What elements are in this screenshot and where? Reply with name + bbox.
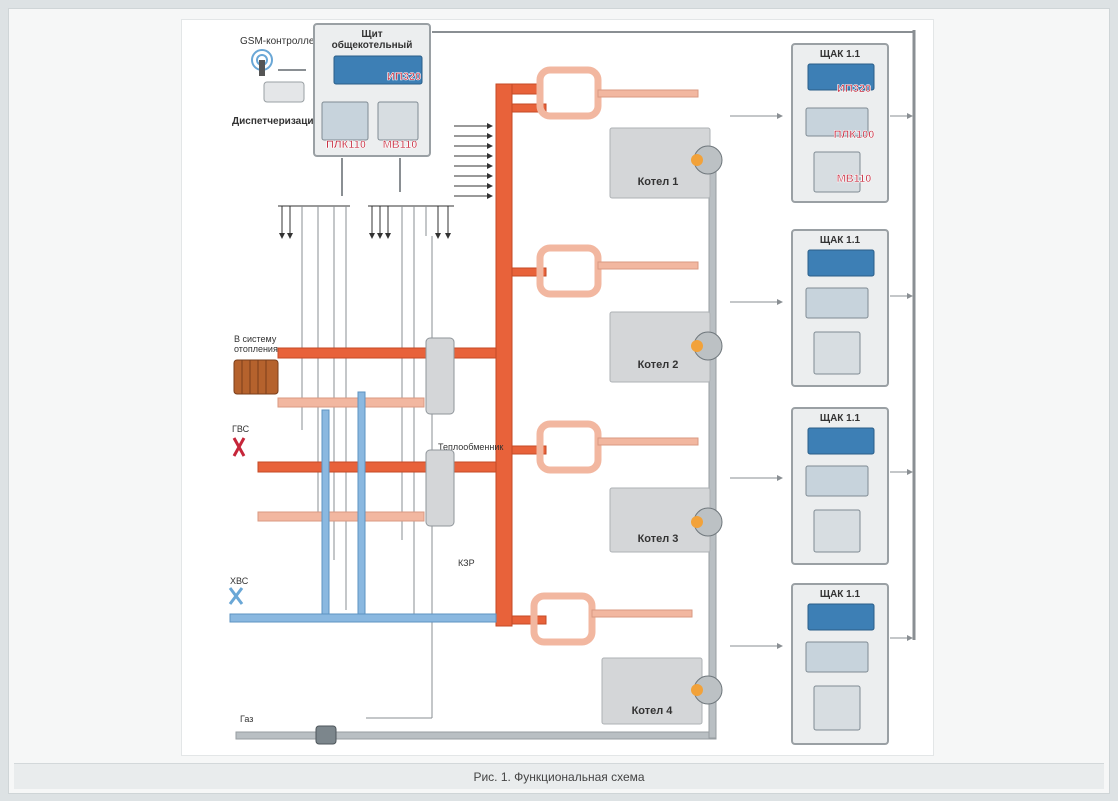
cabinet-2-io-icon [813, 331, 861, 375]
boiler-4-label: Котел 4 [632, 705, 674, 717]
gsm-controller: GSM-контроллер Диспетчеризация [232, 36, 320, 127]
cabinet-1-hmi-icon [807, 63, 875, 91]
heating-exchanger [425, 337, 455, 415]
cabinet-4-title: ЩАК 1.1 [820, 589, 861, 600]
heating-label-1: В систему [234, 334, 277, 344]
radiator-icon [233, 359, 279, 395]
hmi-device-icon [333, 55, 423, 85]
signal-bundle-left [278, 205, 350, 239]
hot-water-label: ГВС [232, 424, 250, 434]
cold-water-label: ХВС [230, 576, 249, 586]
cold-water-pipe [229, 613, 497, 623]
dispatch-pc-icon [263, 81, 305, 103]
boiler-branch-3: Котел 3 [511, 420, 723, 553]
main-panel-device-1: ИП320 [387, 71, 421, 83]
caption-bar: Рис. 1. Функциональная схема [14, 763, 1104, 789]
cabinet-3-hmi-icon [807, 427, 875, 455]
gsm-label: GSM-контроллер [240, 36, 320, 47]
cabinet-1-title: ЩАК 1.1 [820, 49, 861, 60]
cabinet-4-io-icon [813, 685, 861, 731]
cabinet-2-title: ЩАК 1.1 [820, 235, 861, 246]
cabinet-4: ЩАК 1.1 [791, 583, 889, 745]
cabinet-3-plc-icon [805, 465, 869, 497]
main-panel-title-1: Щит [361, 29, 382, 40]
boiler-signal-arrows [454, 123, 493, 199]
heating-return-pipe [277, 397, 425, 408]
heating-label-2: отопления [234, 344, 278, 354]
cabinet-1-device-3: МВ110 [837, 173, 872, 185]
heat-exchanger-label: Теплообменник [438, 442, 503, 452]
figure-caption: Рис. 1. Функциональная схема [473, 770, 645, 784]
boiler-1-label: Котел 1 [638, 176, 679, 188]
cabinet-3: ЩАК 1.1 [791, 407, 889, 565]
cold-water-tap-icon [228, 587, 244, 605]
main-panel-title-2: общекотельный [332, 39, 413, 51]
gas-valve-icon [315, 725, 337, 745]
cabinet-4-hmi-icon [807, 603, 875, 631]
kzr-label: КЗР [458, 558, 475, 568]
main-panel-device-2: ПЛК110 [326, 139, 366, 151]
signal-bundle-right [368, 205, 454, 239]
hot-water-exchanger [425, 449, 455, 527]
boiler-2-label: Котел 2 [638, 359, 679, 371]
main-panel: Щит общекотельный ИП320 ПЛК110 МВ110 [313, 23, 431, 157]
hot-water-supply-pipe [257, 461, 497, 473]
gas-riser [708, 169, 717, 739]
cabinet-3-io-icon [813, 509, 861, 553]
functional-diagram: GSM-контроллер Диспетчеризация Щит общек… [228, 23, 916, 745]
gas-label: Газ [240, 714, 253, 724]
hot-water-return-pipe [257, 511, 425, 522]
dispatch-label: Диспетчеризация [232, 116, 320, 127]
boiler-branch-4: Котел 4 [511, 592, 723, 725]
supply-header-pipe [495, 83, 513, 627]
cabinet-1: ЩАК 1.1 ИП320 ПЛК100 МВ110 [791, 43, 889, 203]
figure-panel: GSM-контроллер Диспетчеризация Щит общек… [181, 19, 934, 756]
cabinet-1-io-icon [813, 151, 861, 193]
boiler-branch-2: Котел 2 [511, 244, 723, 383]
cold-water-circuit: ХВС [228, 391, 497, 623]
gas-pipe [235, 731, 717, 740]
cabinet-2: ЩАК 1.1 [791, 229, 889, 387]
boiler-cabinet-links [730, 113, 913, 649]
cabinet-1-plc-icon [805, 107, 869, 137]
main-panel-device-3: МВ110 [383, 139, 418, 151]
boiler-branch-1: Котел 1 [511, 66, 723, 199]
cabinet-1-device-2: ПЛК100 [834, 129, 875, 141]
cabinet-1-device-1: ИП320 [837, 83, 871, 95]
hot-water-tap-icon [232, 437, 246, 457]
cabinet-4-plc-icon [805, 641, 869, 673]
plc-device-icon [321, 101, 369, 141]
heating-supply-pipe [277, 347, 497, 359]
heating-circuit: В систему отопления [233, 334, 497, 415]
io-module-icon [377, 101, 419, 141]
cabinet-2-plc-icon [805, 287, 869, 319]
cabinet-3-title: ЩАК 1.1 [820, 413, 861, 424]
boiler-3-label: Котел 3 [638, 533, 679, 545]
cabinet-2-hmi-icon [807, 249, 875, 277]
hot-water-circuit: ГВС Теплообменник КЗР [232, 424, 503, 568]
